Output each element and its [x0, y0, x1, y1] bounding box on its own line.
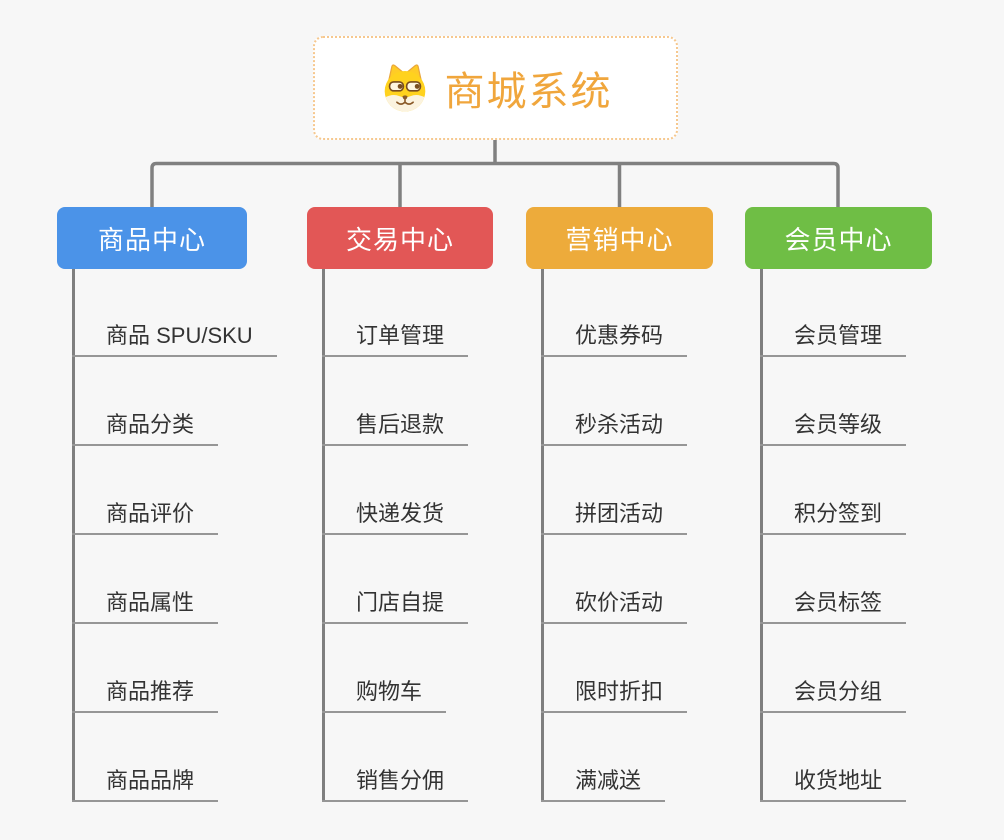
leaf-node[interactable]: 商品分类: [72, 409, 219, 446]
leaf-node[interactable]: 门店自提: [322, 587, 469, 624]
leaf-node[interactable]: 会员管理: [760, 320, 907, 357]
leaf-node[interactable]: 拼团活动: [541, 498, 688, 535]
leaf-node[interactable]: 商品 SPU/SKU: [72, 320, 277, 357]
leaf-node[interactable]: 收货地址: [760, 765, 907, 802]
branch-trunk-line-trade-center: [322, 269, 325, 802]
leaf-node[interactable]: 会员等级: [760, 409, 907, 446]
branch-label: 交易中心: [345, 224, 454, 255]
branch-box-member-center[interactable]: 会员中心: [745, 207, 932, 269]
branch-label: 会员中心: [784, 224, 893, 255]
leaf-node[interactable]: 快递发货: [322, 498, 469, 535]
branch-label: 营销中心: [565, 224, 674, 255]
dog-face-icon: [379, 62, 431, 114]
branch-trunk-line-member-center: [760, 269, 763, 802]
leaf-node[interactable]: 优惠券码: [541, 320, 688, 357]
branch-trunk-line-product-center: [72, 269, 75, 802]
leaf-node[interactable]: 购物车: [322, 676, 447, 713]
leaf-node[interactable]: 商品评价: [72, 498, 219, 535]
leaf-node[interactable]: 商品属性: [72, 587, 219, 624]
leaf-node[interactable]: 限时折扣: [541, 676, 688, 713]
branch-trunk-line-marketing-center: [541, 269, 544, 802]
leaf-node[interactable]: 订单管理: [322, 320, 469, 357]
branch-box-trade-center[interactable]: 交易中心: [307, 207, 493, 269]
leaf-node[interactable]: 秒杀活动: [541, 409, 688, 446]
leaf-node[interactable]: 售后退款: [322, 409, 469, 446]
branch-box-product-center[interactable]: 商品中心: [57, 207, 247, 269]
leaf-node[interactable]: 积分签到: [760, 498, 907, 535]
root-title: 商城系统: [444, 70, 613, 114]
leaf-node[interactable]: 商品品牌: [72, 765, 219, 802]
leaf-node[interactable]: 满减送: [541, 765, 666, 802]
leaf-node[interactable]: 会员分组: [760, 676, 907, 713]
leaf-node[interactable]: 销售分佣: [322, 765, 469, 802]
branch-box-marketing-center[interactable]: 营销中心: [526, 207, 713, 269]
branch-label: 商品中心: [97, 224, 206, 255]
leaf-node[interactable]: 砍价活动: [541, 587, 688, 624]
root-node[interactable]: 商城系统: [313, 36, 678, 140]
leaf-node[interactable]: 会员标签: [760, 587, 907, 624]
leaf-node[interactable]: 商品推荐: [72, 676, 219, 713]
